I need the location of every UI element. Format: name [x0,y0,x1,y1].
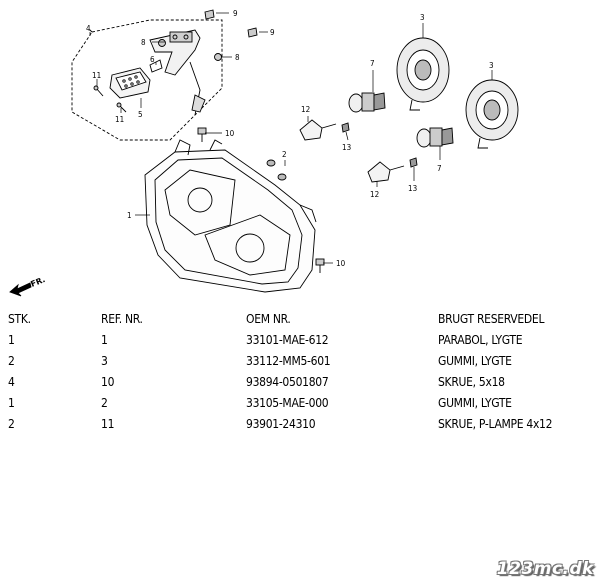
front-arrow-icon [9,282,32,297]
ref-cell: 1 [101,333,108,347]
qty-cell: 4 [8,375,15,389]
callout-13: 13 [342,143,351,152]
callout-13: 13 [408,184,417,193]
callout-9: 9 [270,28,275,37]
screw-8-part [158,39,222,61]
callout-4: 4 [86,24,91,33]
front-indicator-label: FR. [29,275,46,289]
ref-cell: 3 [101,354,108,368]
part-cell: GUMMI, LYGTE [438,354,512,368]
qty-cell: 1 [8,396,15,410]
callout-1: 1 [127,211,132,220]
headlight-housing-part [144,139,317,293]
callout-9: 9 [233,9,238,18]
grommet-2-part [266,159,287,181]
callout-12: 12 [301,105,310,114]
part-cell: PARABOL, LYGTE [438,333,523,347]
column-header-ref: REF. NR. [101,312,143,326]
callout-6: 6 [150,55,155,64]
position-lamp-part [109,67,151,99]
parts-table: STK. REF. NR. OEM NR. BRUGT RESERVEDEL 1… [8,309,588,435]
callout-10: 10 [225,129,235,138]
position-bulb-lower-part [367,161,405,183]
table-row: 1 2 33105-MAE-000 GUMMI, LYGTE [8,393,588,414]
column-header-part: BRUGT RESERVEDEL [438,312,545,326]
ref-cell: 2 [101,396,108,410]
ref-cell: 10 [101,375,115,389]
callout-2: 2 [282,150,287,159]
oem-cell: 33101-MAE-612 [246,333,329,347]
exploded-headlight-diagram: 9 9 4 8 8 6 11 11 5 10 10 1 2 3 3 7 7 12… [9,9,519,297]
column-header-qty: STK. [8,312,31,326]
callout-12: 12 [370,190,379,199]
bulb-upper-part [348,92,386,113]
column-header-oem: OEM NR. [246,312,291,326]
callout-3: 3 [420,13,425,22]
socket-13-part [341,122,418,168]
part-cell: SKRUE, 5x18 [438,375,505,389]
ref-cell: 11 [101,417,115,431]
qty-cell: 2 [8,354,15,368]
site-watermark: 123mc.dk [496,559,594,579]
callout-7: 7 [437,164,442,173]
oem-cell: 33105-MAE-000 [246,396,329,410]
screw-9-part [204,9,258,38]
qty-cell: 2 [8,417,15,431]
callout-numbers: 9 9 4 8 8 6 11 11 5 10 10 1 2 3 3 7 7 12… [29,9,493,289]
oem-cell: 93894-0501807 [246,375,329,389]
part-cell: SKRUE, P-LAMPE 4x12 [438,417,553,431]
rubber-boot-lower-part [465,79,519,149]
callout-3: 3 [489,61,494,70]
oem-cell: 33112-MM5-601 [246,354,331,368]
table-header-row: STK. REF. NR. OEM NR. BRUGT RESERVEDEL [8,309,588,330]
rubber-boot-upper-part [396,37,450,111]
table-row: 1 1 33101-MAE-612 PARABOL, LYGTE [8,330,588,351]
callout-7: 7 [370,59,375,68]
callout-10: 10 [336,259,346,268]
table-row: 2 11 93901-24310 SKRUE, P-LAMPE 4x12 [8,414,588,435]
position-bulb-upper-part [299,119,337,141]
part-cell: GUMMI, LYGTE [438,396,512,410]
bulb-lower-part [416,127,454,148]
callout-8: 8 [141,38,146,47]
callout-11: 11 [92,71,101,80]
qty-cell: 1 [8,333,15,347]
screw-10-part [197,127,325,273]
oem-cell: 93901-24310 [246,417,316,431]
screw-11-part [93,85,127,113]
table-row: 4 10 93894-0501807 SKRUE, 5x18 [8,372,588,393]
callout-11: 11 [115,115,124,124]
callout-5: 5 [138,110,143,119]
subassembly-4-frame [71,19,223,141]
leader-lines [89,12,493,264]
callout-8: 8 [235,53,240,62]
table-row: 2 3 33112-MM5-601 GUMMI, LYGTE [8,351,588,372]
